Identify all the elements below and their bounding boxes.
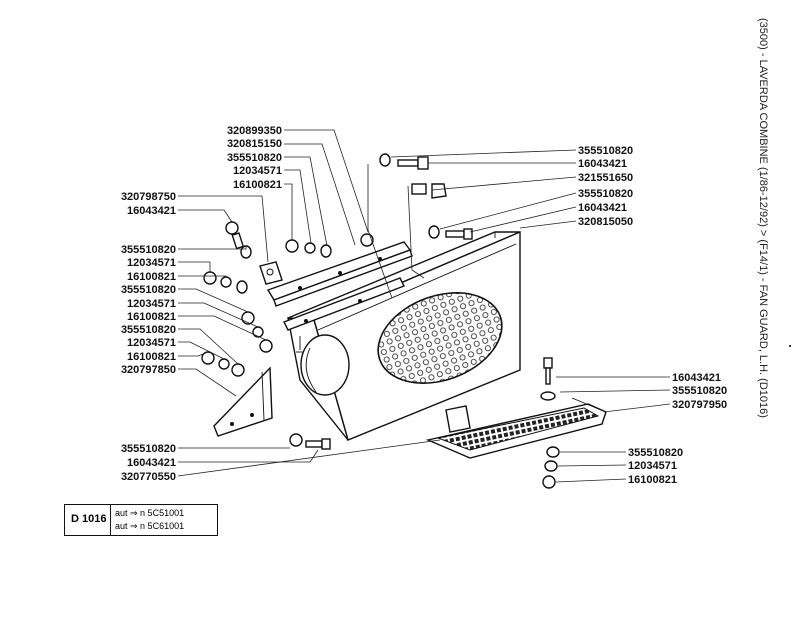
leader-lines — [177, 129, 671, 483]
part-label: 355510820 — [227, 152, 282, 164]
part-label: 320815050 — [578, 216, 633, 228]
part-label: 16043421 — [127, 205, 176, 217]
margin-dot — [789, 345, 791, 347]
drawing-code: D 1016 — [71, 513, 107, 525]
part-label: 16043421 — [127, 457, 176, 469]
fan-guard-housing — [287, 230, 521, 441]
part-label: 320899350 — [227, 125, 282, 137]
part-label: 320797850 — [121, 364, 176, 376]
part-label: 355510820 — [121, 284, 176, 296]
part-label: 12034571 — [628, 460, 677, 472]
part-label: 12034571 — [233, 165, 282, 177]
part-label: 16100821 — [233, 179, 282, 191]
bracket-clip — [259, 261, 283, 285]
part-label: 355510820 — [121, 443, 176, 455]
part-label: 12034571 — [127, 257, 176, 269]
part-label: 16043421 — [578, 158, 627, 170]
part-label: 355510820 — [578, 188, 633, 200]
side-bracket — [213, 366, 273, 437]
part-label: 16043421 — [672, 372, 721, 384]
part-label: 355510820 — [628, 447, 683, 459]
top-mounting-strip — [266, 241, 413, 307]
part-label: 16100821 — [127, 351, 176, 363]
front-mounting-strip — [283, 277, 405, 331]
part-label: 321551650 — [578, 172, 633, 184]
part-label: 16100821 — [127, 311, 176, 323]
serial-range-line: aut ⇒ n 5C51001 — [115, 508, 185, 518]
part-label: 12034571 — [127, 337, 176, 349]
part-label: 320770550 — [121, 471, 176, 483]
serial-range-line: aut ⇒ n 5C61001 — [115, 521, 185, 531]
part-number-labels: 320899350 320815150 355510820 12034571 1… — [121, 125, 727, 486]
fasteners — [201, 153, 560, 489]
step-plate — [425, 397, 607, 459]
part-label: 355510820 — [121, 244, 176, 256]
part-label: 12034571 — [127, 298, 176, 310]
part-label: 355510820 — [578, 145, 633, 157]
part-label: 16100821 — [628, 474, 677, 486]
part-label: 355510820 — [672, 385, 727, 397]
info-divider — [110, 505, 111, 535]
vertical-page-title: (3500) - LAVERDA COMBINE (1/86-12/92) > … — [757, 18, 769, 418]
part-label: 320797950 — [672, 399, 727, 411]
serial-info-box: D 1016 aut ⇒ n 5C51001 aut ⇒ n 5C61001 — [64, 504, 218, 536]
part-label: 16100821 — [127, 271, 176, 283]
part-label: 16043421 — [578, 202, 627, 214]
perforated-grille — [377, 292, 503, 384]
part-label: 320798750 — [121, 191, 176, 203]
part-label: 355510820 — [121, 324, 176, 336]
part-label: 320815150 — [227, 138, 282, 150]
